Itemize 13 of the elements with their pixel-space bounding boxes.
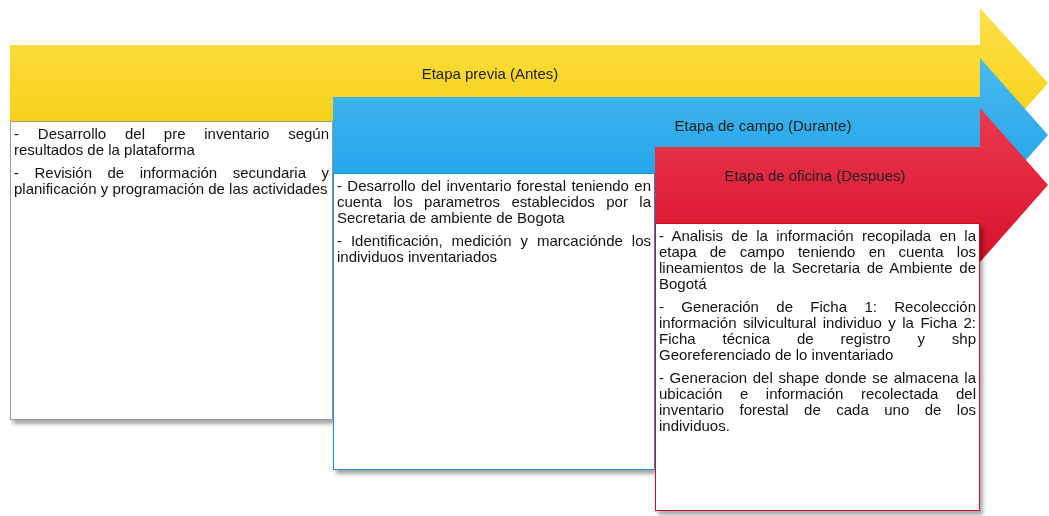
task-text: - Analisis de la información recopilada en la etapa de campo teniendo en cuenta los lineamientos de la Secretaria de Ambiente de Bogotá	[659, 228, 976, 292]
task-panel	[655, 223, 980, 511]
task-panel	[10, 121, 333, 420]
task-text: - Generación de Ficha 1: Recolección información silvicultural individuo y la Ficha 2: Ficha técnica de registro y shp Georeferenciado de lo inventariado	[659, 299, 976, 363]
task-text: - Desarrollo del pre inventario según resultados de la plataforma	[14, 126, 329, 158]
stage-title: Etapa de oficina (Despues)	[723, 167, 907, 184]
stage-title: Etapa previa (Antes)	[420, 65, 560, 82]
task-panel	[333, 173, 655, 470]
stage-title: Etapa de campo (Durante)	[673, 117, 853, 134]
task-text: - Revisión de información secundaria y planificación y programación de las actividades	[14, 165, 329, 197]
task-text: - Generacion del shape donde se almacena la ubicación e información recolectada del inventario forestal de cada uno de los individuos.	[659, 370, 976, 434]
task-text: - Identificación, medición y marcaciónde los individuos inventariados	[337, 233, 651, 265]
task-text: - Desarrollo del inventario forestal teniendo en cuenta los parametros establecidos por la Secretaria de ambiente de Bogota	[337, 178, 651, 226]
